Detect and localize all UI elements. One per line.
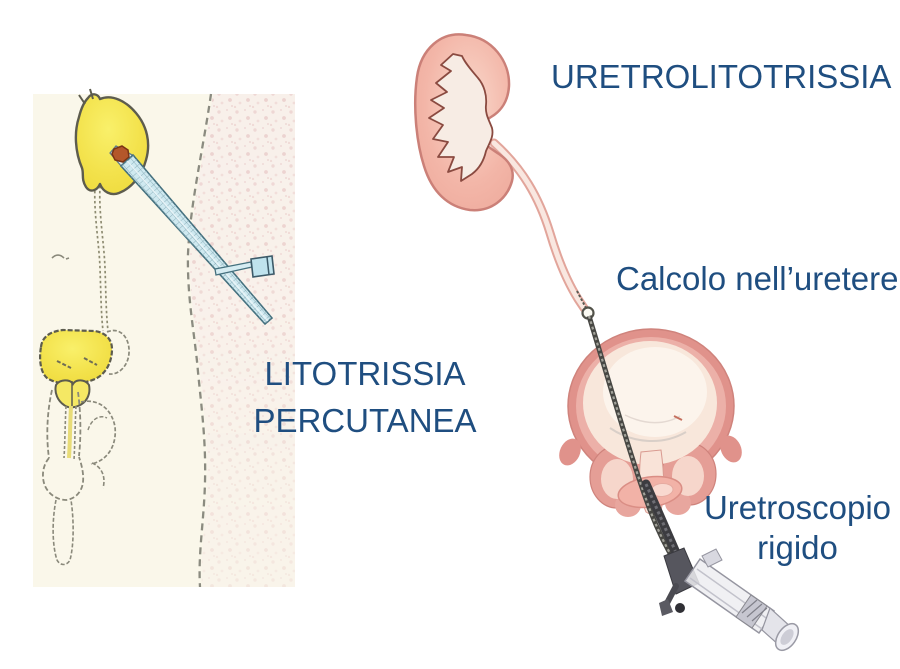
- side-port-flange: [266, 256, 270, 276]
- ureter-wall: [93, 175, 104, 332]
- right-panel-ureterolithotripsy: [413, 33, 800, 652]
- collar-ridges: [741, 599, 768, 622]
- rigid-ureteroscope-label: Uretroscopio rigido: [695, 488, 900, 568]
- guidewire-tip: [576, 290, 587, 309]
- sketch-tilde: [51, 254, 70, 260]
- eyepiece-lens: [780, 629, 794, 645]
- vas-deferens-loop: [106, 329, 130, 375]
- urethra-core: [67, 405, 73, 459]
- bladder-side-ear: [559, 438, 581, 466]
- skin-texture: [189, 94, 295, 587]
- orifice-mark: [83, 357, 98, 366]
- right-ureter: [489, 138, 589, 313]
- tip-outline: [52, 499, 74, 566]
- left-panel-percutaneous: [33, 88, 295, 588]
- ureteroscope-handle: [659, 547, 800, 652]
- skin-stipple: [189, 94, 295, 587]
- bladder-side-ear: [720, 435, 742, 463]
- glans-outline: [42, 456, 85, 501]
- left-procedure-line1: LITOTRISSIA: [264, 355, 466, 392]
- left-procedure-line2: PERCUTANEA: [253, 402, 477, 439]
- scrotum-outline: [80, 400, 117, 465]
- shaft-highlight: [126, 160, 269, 322]
- kidney-upper-spikes: [78, 88, 94, 105]
- barrel-fin: [701, 548, 723, 568]
- left-procedure-label: LITOTRISSIA PERCUTANEA: [237, 350, 493, 444]
- ureter-stone-label: Calcolo nell’uretere: [616, 260, 899, 297]
- trigone-tick: [673, 415, 683, 421]
- trigone-line: [609, 427, 687, 442]
- nephroscope: [119, 153, 275, 326]
- handle-knob: [675, 603, 685, 613]
- left-ureter: [93, 175, 109, 332]
- ureter-wall: [98, 175, 109, 332]
- ureteroscope-label-line1: Uretroscopio: [703, 489, 892, 526]
- scrotum-outline: [91, 462, 105, 489]
- body-contour-dashed-line: [186, 93, 213, 588]
- shaft-outline: [77, 391, 82, 457]
- ureter-lumen: [491, 140, 587, 311]
- right-procedure-label: URETROLITOTRISSIA: [551, 58, 892, 95]
- penis-outline-sketch: [42, 389, 117, 566]
- scope-shaft-texture: [587, 315, 679, 568]
- kidney-stone: [111, 145, 130, 163]
- renal-calyces: [428, 53, 494, 182]
- shaft-outline: [46, 389, 53, 459]
- right-bladder: [559, 328, 742, 517]
- urethra-wall: [63, 405, 67, 459]
- ridged-collar: [735, 594, 768, 629]
- left-bladder: [39, 328, 114, 385]
- ureteral-orifice-marks: [56, 357, 98, 369]
- bladder-interior-highlight: [603, 347, 707, 437]
- orifice-mark: [56, 360, 72, 369]
- side-port-cap: [250, 255, 275, 278]
- ureteroscope-label-line2: rigido: [757, 529, 838, 566]
- urethra-wall: [73, 405, 77, 461]
- scrotum-inner-line: [87, 416, 108, 431]
- side-arm-flare: [659, 599, 673, 616]
